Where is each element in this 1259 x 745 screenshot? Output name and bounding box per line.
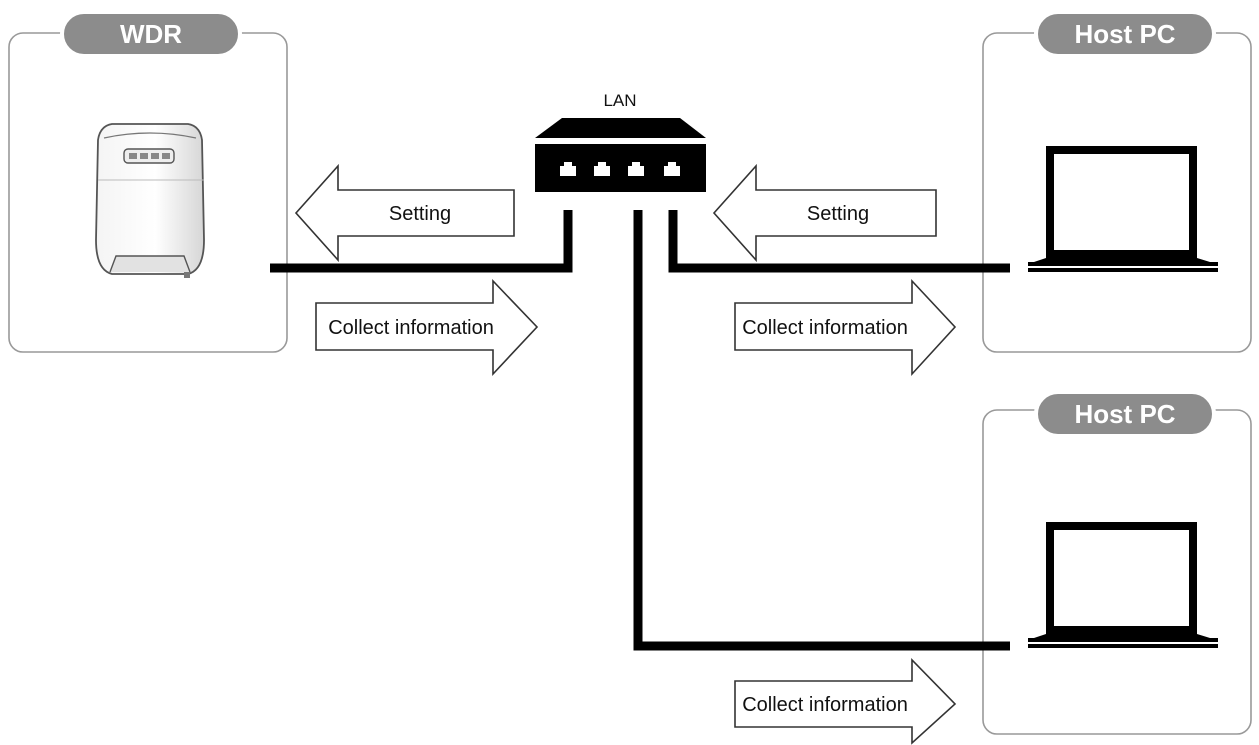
host-pc-1-title-tab xyxy=(1034,10,1216,58)
port-2 xyxy=(594,162,610,176)
wdr-title-tab xyxy=(60,10,242,58)
lan-hub: LAN xyxy=(535,91,706,192)
arrow-pc2-collect-label: Collect information xyxy=(742,694,908,716)
host-pc-box-1: Host PC xyxy=(982,10,1252,353)
arrow-wdr-collect-label: Collect information xyxy=(328,317,494,339)
laptop-icon xyxy=(1028,146,1218,272)
lan-label: LAN xyxy=(603,91,636,110)
lan-cables xyxy=(270,210,1010,651)
cable-wdr xyxy=(270,210,573,273)
arrow-wdr-setting: Setting xyxy=(294,163,515,263)
wdr-device-icon xyxy=(95,123,205,278)
arrow-pc1-setting: Setting xyxy=(712,163,937,263)
laptop-icon xyxy=(1028,522,1218,648)
host-pc-1-title: Host PC xyxy=(1074,19,1175,49)
arrow-wdr-collect: Collect information xyxy=(315,279,539,377)
host-pc-2-title-tab xyxy=(1034,390,1216,438)
cable-host-pc-1 xyxy=(668,210,1010,273)
arrow-pc1-collect-label: Collect information xyxy=(742,317,908,339)
arrow-pc2-collect: Collect information xyxy=(734,658,957,745)
arrow-pc1-setting-label: Setting xyxy=(807,203,869,225)
cable-host-pc-2 xyxy=(633,210,1010,651)
arrow-pc1-collect: Collect information xyxy=(734,278,957,377)
port-1 xyxy=(560,162,576,176)
lan-hub-icon xyxy=(535,118,706,192)
wdr-title: WDR xyxy=(120,19,182,49)
arrow-wdr-setting-label: Setting xyxy=(389,203,451,225)
host-pc-box-2: Host PC xyxy=(982,390,1252,735)
wdr-box: WDR xyxy=(8,10,288,353)
port-4 xyxy=(664,162,680,176)
port-3 xyxy=(628,162,644,176)
host-pc-2-title: Host PC xyxy=(1074,399,1175,429)
